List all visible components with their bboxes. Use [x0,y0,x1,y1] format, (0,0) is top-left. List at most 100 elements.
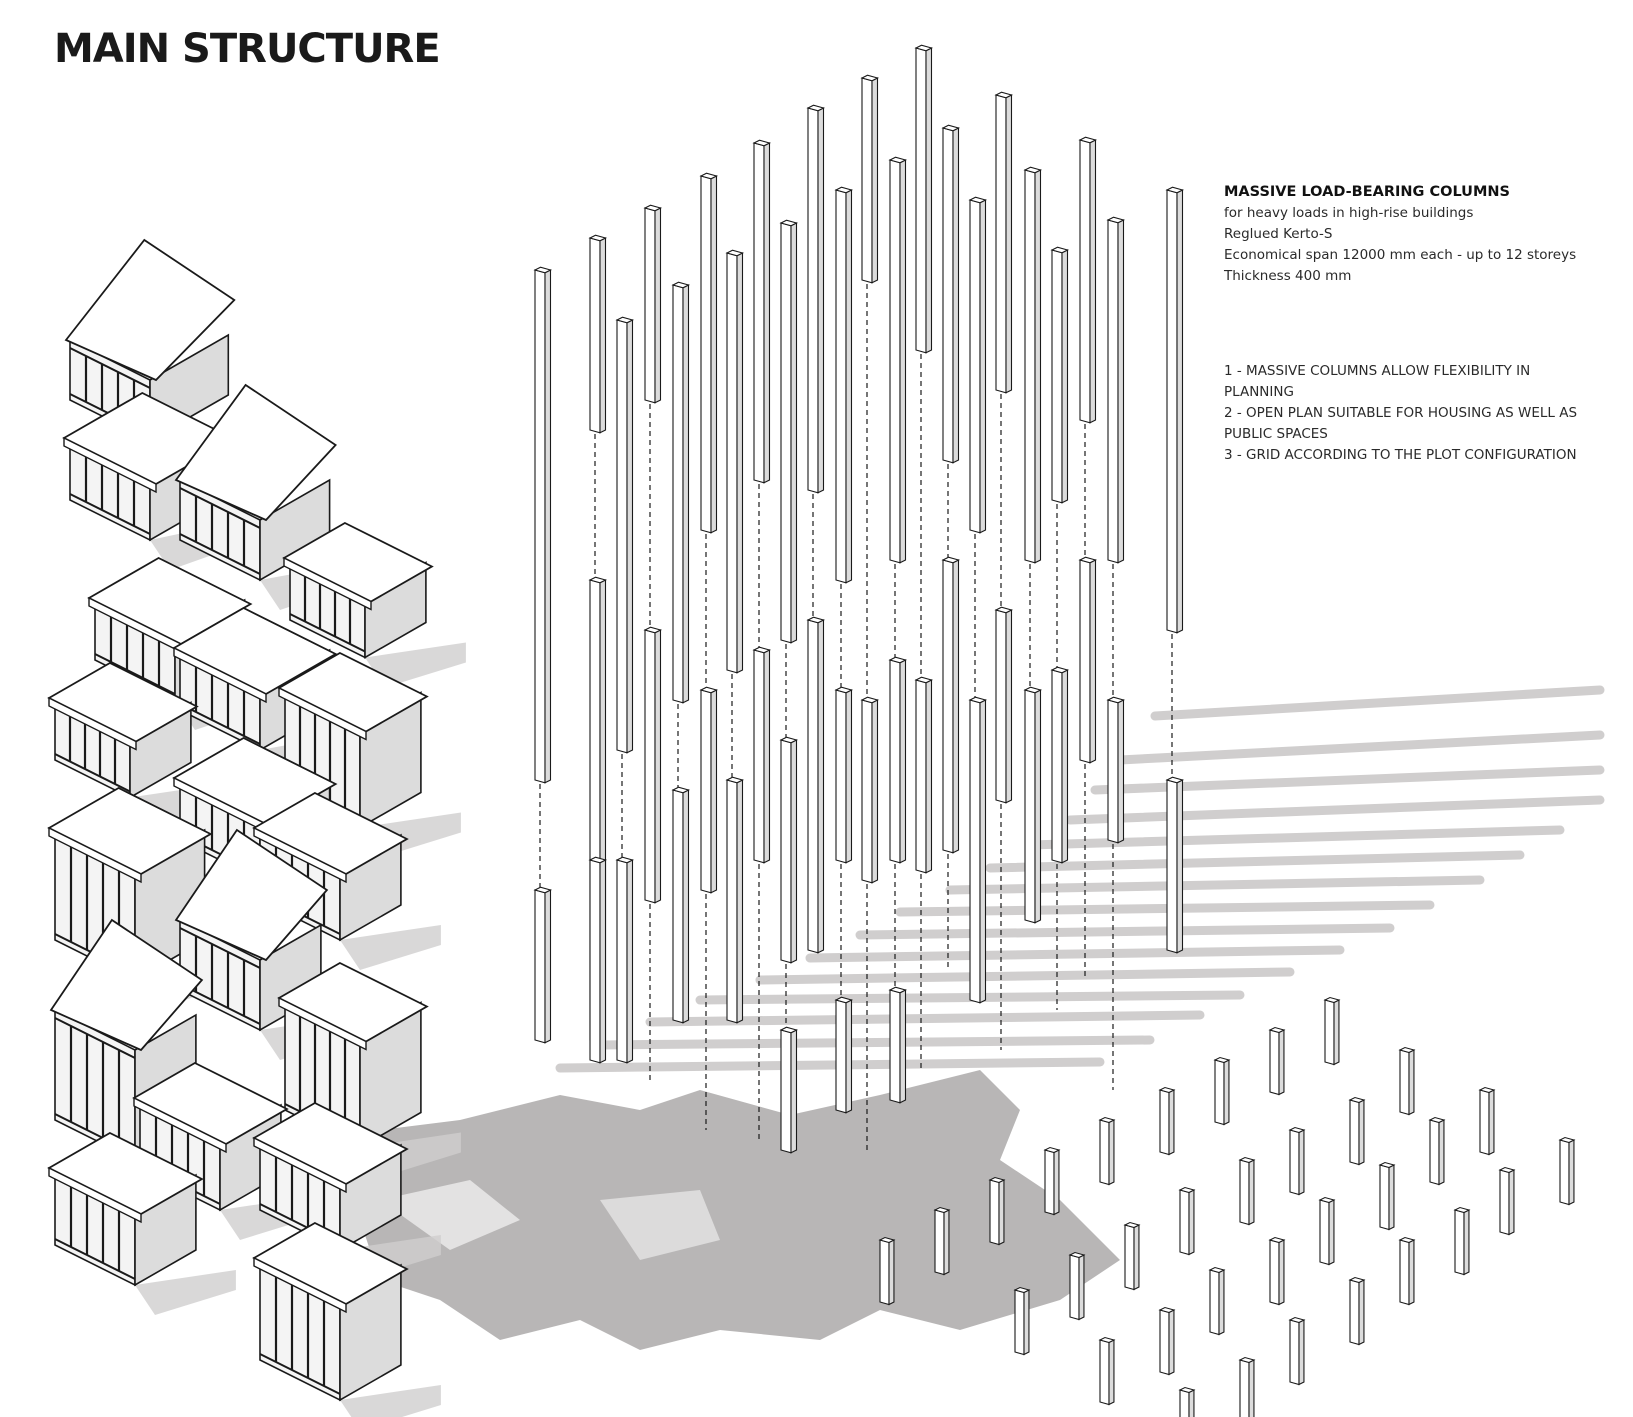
short-column [1098,1336,1116,1406]
column-side [899,159,907,564]
column-top [1106,216,1126,224]
column-front [995,609,1007,804]
tall-column-segment [752,139,772,484]
short-column [1158,1086,1176,1156]
column-top [1318,1196,1336,1204]
column-side [1223,1059,1230,1126]
tall-column-array [533,44,1185,1154]
tall-column-segment [615,856,635,1064]
short-column [1428,1116,1446,1186]
column-top [933,1206,951,1214]
column-top [1098,1116,1116,1124]
column-front [969,199,981,534]
column-side [1408,1049,1415,1116]
column-front [589,859,601,1064]
short-column [1318,1196,1336,1266]
column-top [588,234,608,242]
column-side [1168,1089,1175,1156]
short-column [1378,1161,1396,1231]
column-top [1268,1026,1286,1034]
tall-column-segment [699,686,719,894]
roof-edge [48,1166,142,1224]
column-side [1005,94,1013,394]
tall-column-segment [699,172,719,534]
tall-column-segment [643,626,663,904]
short-column [1348,1276,1366,1346]
window-head [179,487,261,529]
column-top [941,556,961,564]
short-column [1288,1316,1306,1386]
tall-column-segment [806,616,826,954]
column-shadow-streak [1115,730,1605,765]
column-front [1099,1119,1110,1186]
column-front [1209,1269,1220,1336]
column-top [533,886,553,894]
column-front [989,1179,1000,1246]
column-front [726,252,738,674]
column-side [1358,1099,1365,1166]
window-sill [179,703,261,745]
column-top [588,856,608,864]
column-shadow-streak [755,967,1295,985]
tall-column-segment [860,696,880,884]
column-top [699,172,719,180]
column-side [654,207,662,404]
tall-column-segment [860,74,880,284]
column-front [1024,689,1036,924]
column-front [753,649,765,864]
column-side [790,1029,798,1154]
roof-edge [48,696,137,751]
tall-column-segment [888,656,908,864]
short-column [1478,1086,1496,1156]
column-top [994,91,1014,99]
sloped-roof [49,918,204,1052]
column-shadow-streak [555,1057,1105,1073]
tall-column-segment [725,776,745,1024]
column-side [1023,1289,1030,1356]
principle-item: 2 - OPEN PLAN SUITABLE FOR HOUSING AS WE… [1224,405,1578,442]
column-top [914,44,934,52]
column-side [1078,1254,1085,1321]
tall-column-segment [671,281,691,704]
tall-column-segment [1106,216,1126,564]
tall-column-segment [994,91,1014,394]
column-front [889,659,901,864]
column-top [968,696,988,704]
column-side [1408,1239,1415,1306]
column-side [1117,699,1125,844]
column-top [1288,1126,1306,1134]
column-top [1238,1156,1256,1164]
column-top [1478,1086,1496,1094]
short-column-grid [878,996,1576,1417]
tall-column-segment [1078,136,1098,424]
column-front [861,699,873,884]
housing-module [252,1101,409,1252]
column-side [1188,1389,1195,1417]
tall-column-segment [779,219,799,644]
column-top [888,156,908,164]
tall-column-segment [1078,556,1098,764]
column-front [915,47,927,354]
column-front [672,789,684,1024]
column-side [1089,139,1097,424]
column-top [888,656,908,664]
column-top [779,736,799,744]
column-front [1214,1059,1225,1126]
window-sill [289,613,366,653]
column-front [700,689,712,894]
column-front [1289,1129,1300,1196]
column-front [1024,169,1036,564]
column-top [1078,556,1098,564]
column-side [925,47,933,354]
column-side [845,999,853,1114]
column-top [1013,1286,1031,1294]
short-column [1238,1356,1256,1417]
housing-module [49,918,204,1162]
column-top [1178,1386,1196,1394]
housing-module [47,1131,204,1287]
column-shadow-streak [1150,685,1605,721]
column-front [753,142,765,484]
column-front [1159,1309,1170,1376]
short-column [1123,1221,1141,1291]
column-side [1568,1139,1575,1206]
